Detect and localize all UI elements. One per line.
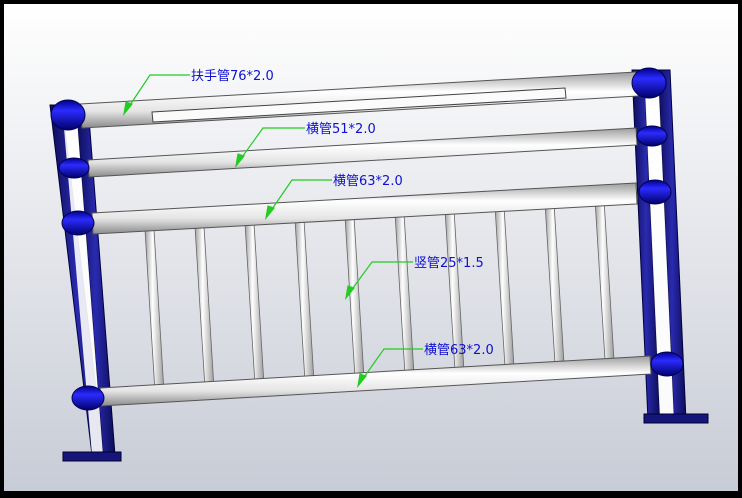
rails (79, 71, 652, 407)
leader-rail63-top-arrow (265, 205, 276, 221)
label-rail-63-top: 横管63*2.0 (333, 174, 403, 189)
label-rail-51: 横管51*2.0 (306, 122, 376, 137)
collar-left-rail51 (58, 157, 90, 179)
label-rail-63-bottom: 横管63*2.0 (424, 343, 494, 358)
callout-labels: 扶手管76*2.0 横管51*2.0 横管63*2.0 竖管25*1.5 横管6… (191, 69, 494, 358)
leader-rail63-bottom (361, 348, 423, 381)
leader-rail63-top (269, 179, 332, 213)
leader-rail51 (239, 127, 305, 161)
leader-rail51-arrow (235, 153, 246, 169)
label-handrail: 扶手管76*2.0 (191, 69, 274, 84)
leader-vertical-arrow (345, 285, 356, 301)
handrail-slot (151, 87, 567, 123)
collar-right-bottom (650, 351, 684, 377)
collar-left-bottom (71, 385, 105, 411)
left-post (49, 104, 122, 462)
collar-left-rail63 (61, 210, 95, 236)
leader-handrail-arrow (123, 101, 134, 117)
collar-left-handrail (50, 99, 86, 131)
leader-vertical (349, 261, 413, 293)
callout-leaders (123, 74, 423, 389)
collar-right-rail51 (636, 125, 668, 147)
leader-handrail (127, 74, 190, 109)
collar-right-handrail (631, 67, 667, 99)
label-vertical: 竖管25*1.5 (414, 256, 484, 271)
left-base-plate (62, 451, 122, 462)
collars (50, 67, 684, 411)
leader-rail63-bottom-arrow (357, 373, 368, 389)
collar-right-rail63 (638, 179, 672, 205)
right-base-plate (643, 413, 709, 424)
